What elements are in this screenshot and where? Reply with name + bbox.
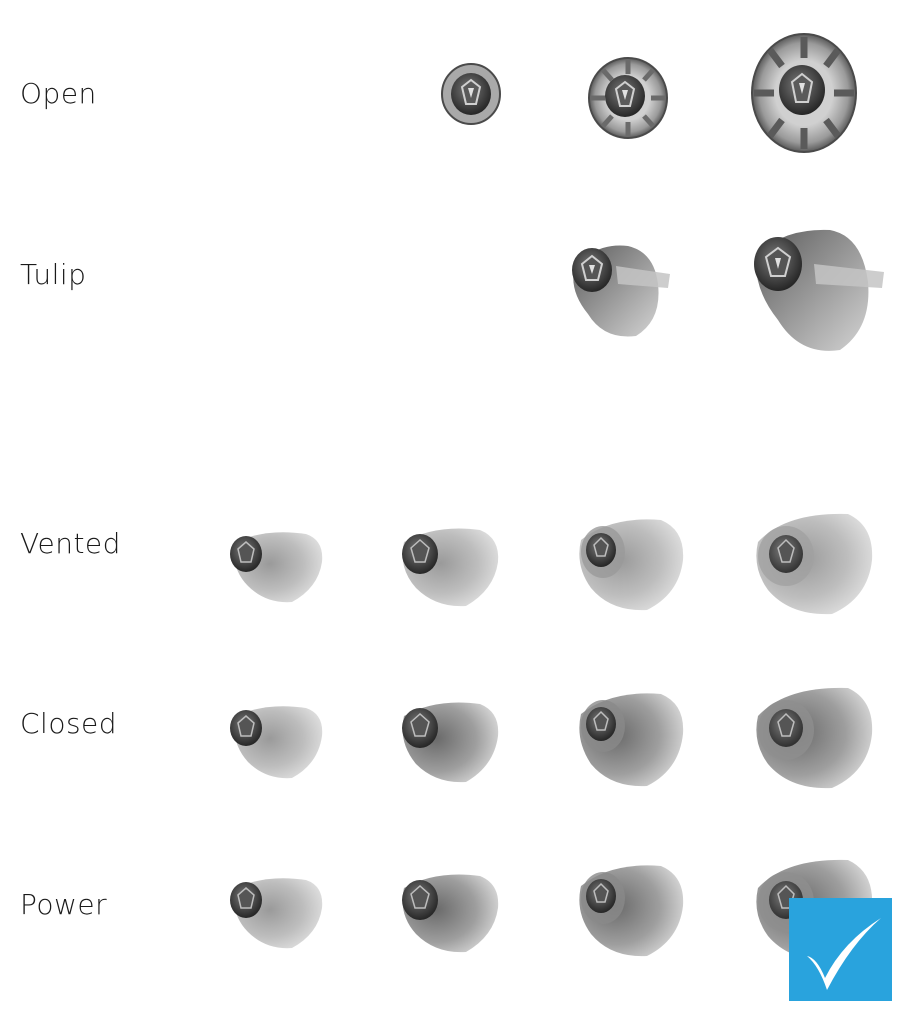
vented-dome-large	[752, 512, 876, 616]
row-label-power: Power	[20, 888, 108, 921]
closed-dome-medium	[575, 690, 687, 788]
tulip-dome-large	[750, 228, 886, 354]
open-dome-small	[440, 62, 502, 126]
vented-dome-medium	[575, 516, 687, 612]
row-label-vented: Vented	[20, 527, 121, 560]
row-label-tulip: Tulip	[20, 258, 87, 291]
checkmark-icon	[789, 898, 892, 1001]
closed-dome-large	[752, 686, 876, 790]
vented-dome-small	[396, 524, 502, 608]
open-dome-medium	[587, 56, 669, 140]
vented-dome-xs	[226, 528, 326, 604]
power-dome-xs	[226, 874, 326, 950]
tulip-dome-medium	[566, 240, 672, 340]
checkmark-badge	[789, 898, 892, 1001]
row-label-closed: Closed	[20, 707, 118, 740]
closed-dome-xs	[226, 702, 326, 780]
closed-dome-small	[396, 698, 502, 784]
power-dome-small	[396, 870, 502, 954]
power-dome-medium	[575, 862, 687, 958]
row-label-open: Open	[20, 77, 97, 110]
open-dome-large	[750, 32, 858, 154]
